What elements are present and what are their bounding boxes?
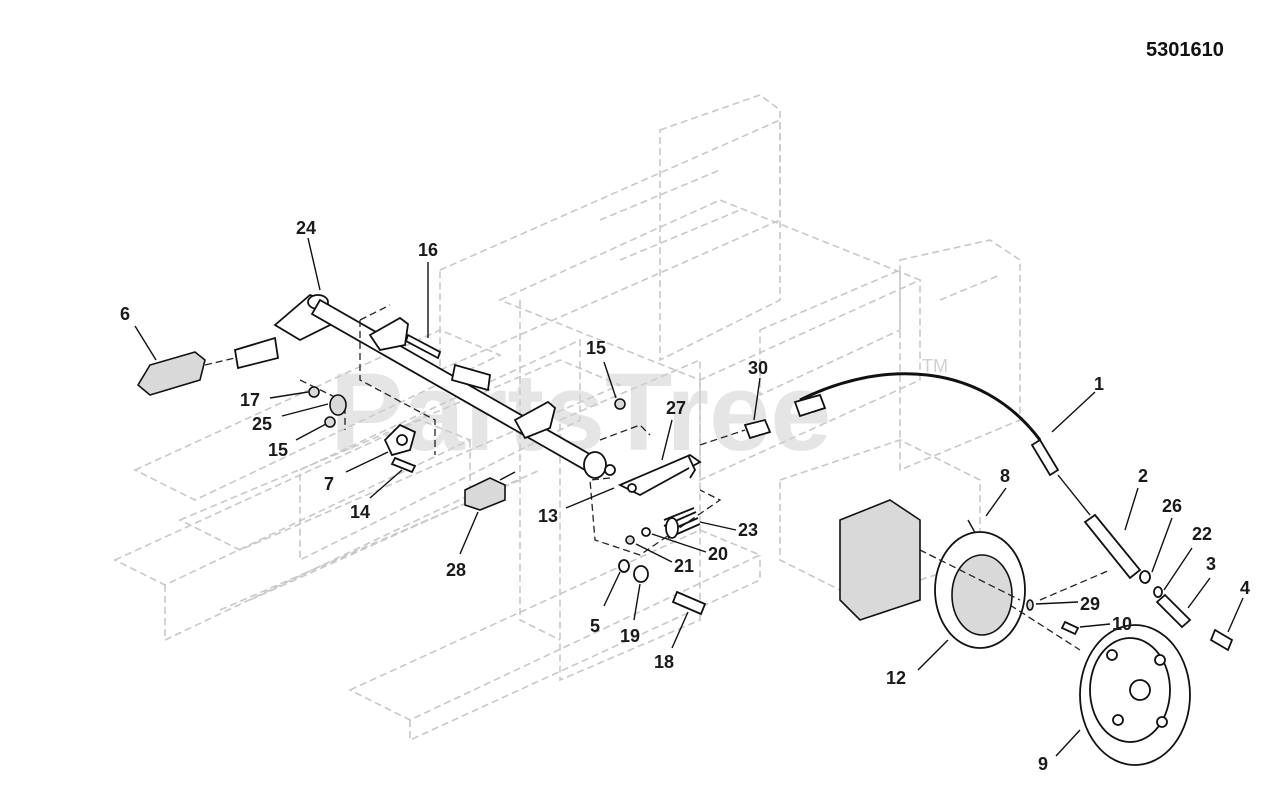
callout-27[interactable]: 27 <box>661 398 686 461</box>
callout-label: 19 <box>620 626 640 646</box>
callout-2[interactable]: 2 <box>1124 466 1148 531</box>
callout-26[interactable]: 26 <box>1151 496 1182 573</box>
callout-label: 23 <box>738 520 758 540</box>
callout-8[interactable]: 8 <box>985 466 1010 517</box>
callout-29[interactable]: 29 <box>1035 594 1100 614</box>
callout-label: 30 <box>748 358 768 378</box>
callout-28[interactable]: 28 <box>446 511 479 580</box>
callout-label: 9 <box>1038 754 1048 774</box>
callout-18[interactable]: 18 <box>654 611 689 672</box>
callout-label: 5 <box>590 616 600 636</box>
switch-part <box>464 477 506 511</box>
callout-label: 13 <box>538 506 558 526</box>
callout-label: 4 <box>1240 578 1250 598</box>
callout-9[interactable]: 9 <box>1038 729 1081 774</box>
watermark-trademark: TM <box>922 356 948 376</box>
callout-label: 24 <box>296 218 316 238</box>
callout-label: 8 <box>1000 466 1010 486</box>
callout-5[interactable]: 5 <box>590 571 621 636</box>
callout-24[interactable]: 24 <box>296 218 321 291</box>
parts-artwork <box>136 293 1234 766</box>
callout-label: 20 <box>708 544 728 564</box>
callout-label: 7 <box>324 474 334 494</box>
pedal-pad-part <box>136 351 206 396</box>
callout-13[interactable]: 13 <box>538 487 615 526</box>
bolt-part <box>671 590 707 616</box>
callout-label: 15 <box>268 440 288 460</box>
callout-label: 2 <box>1138 466 1148 486</box>
callout-label: 18 <box>654 652 674 672</box>
callout-15-upper[interactable]: 15 <box>586 338 626 410</box>
callout-label: 14 <box>350 502 370 522</box>
callout-6[interactable]: 6 <box>120 304 157 361</box>
callout-15-lower[interactable]: 15 <box>268 423 327 460</box>
callout-10[interactable]: 10 <box>1079 614 1132 634</box>
callout-3[interactable]: 3 <box>1187 554 1216 609</box>
callout-1[interactable]: 1 <box>1051 374 1104 433</box>
callout-7[interactable]: 7 <box>324 451 389 494</box>
callout-25[interactable]: 25 <box>252 403 329 434</box>
cable-spring-part <box>1083 513 1142 580</box>
callout-4[interactable]: 4 <box>1227 578 1250 633</box>
spring-part <box>663 507 701 539</box>
callout-label: 27 <box>666 398 686 418</box>
callout-label: 15 <box>586 338 606 358</box>
callout-20[interactable]: 20 <box>651 533 728 564</box>
callout-label: 22 <box>1192 524 1212 544</box>
callout-label: 21 <box>674 556 694 576</box>
transaxle-part <box>839 499 921 621</box>
diagram-number: 5301610 <box>1146 39 1224 61</box>
callout-label: 1 <box>1094 374 1104 394</box>
callout-22[interactable]: 22 <box>1163 524 1212 591</box>
callout-label: 16 <box>418 240 438 260</box>
callout-16[interactable]: 16 <box>418 240 438 338</box>
callout-17[interactable]: 17 <box>240 390 309 410</box>
callout-label: 3 <box>1206 554 1216 574</box>
callout-23[interactable]: 23 <box>699 520 758 540</box>
callout-21[interactable]: 21 <box>635 543 694 576</box>
callout-label: 6 <box>120 304 130 324</box>
brake-pedal-part <box>233 336 280 370</box>
callout-19[interactable]: 19 <box>620 583 641 646</box>
callout-30[interactable]: 30 <box>748 358 768 421</box>
callout-12[interactable]: 12 <box>886 639 949 688</box>
callout-label: 29 <box>1080 594 1100 614</box>
callout-label: 25 <box>252 414 272 434</box>
callout-label: 10 <box>1112 614 1132 634</box>
callout-label: 28 <box>446 560 466 580</box>
callout-label: 17 <box>240 390 260 410</box>
brake-cable-part <box>799 372 1042 441</box>
callout-label: 12 <box>886 668 906 688</box>
callout-label: 26 <box>1162 496 1182 516</box>
callout-14[interactable]: 14 <box>350 469 403 522</box>
callouts: 1 2 3 4 5 6 7 8 <box>120 218 1250 774</box>
